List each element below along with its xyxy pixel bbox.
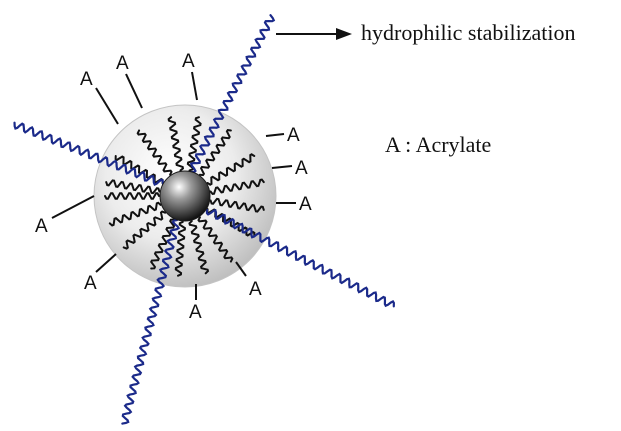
black-chain bbox=[104, 192, 160, 200]
acrylate-label: A bbox=[116, 53, 129, 74]
acrylate-tether bbox=[95, 253, 117, 273]
acrylate-label: A bbox=[189, 302, 202, 323]
black-chain bbox=[197, 216, 234, 263]
acrylate-label: A bbox=[80, 69, 93, 90]
acrylate-tether bbox=[265, 133, 285, 137]
black-chain bbox=[186, 116, 202, 172]
acrylate-label: A bbox=[182, 51, 195, 72]
blue-chain bbox=[121, 218, 181, 425]
legend-acrylate: A : Acrylate bbox=[385, 132, 491, 157]
black-chain bbox=[167, 116, 185, 172]
acrylate-label: A bbox=[84, 273, 97, 294]
acrylate-tether bbox=[271, 165, 293, 169]
acrylate-label: A bbox=[295, 158, 308, 179]
acrylate-tether bbox=[235, 261, 247, 277]
black-chain bbox=[209, 197, 265, 213]
acrylate-label-group: A A A A A A A A A A bbox=[35, 51, 312, 323]
blue-chain bbox=[13, 121, 165, 186]
hydrophilic-arrow bbox=[276, 28, 352, 40]
blue-chain bbox=[205, 208, 395, 308]
hydrophilic-stabilization-label: hydrophilic stabilization bbox=[361, 20, 575, 45]
blue-chain bbox=[189, 14, 276, 174]
acrylate-tether bbox=[51, 195, 95, 219]
black-chain bbox=[114, 155, 164, 184]
acrylate-label: A bbox=[299, 194, 312, 215]
acrylate-tether bbox=[125, 73, 143, 109]
black-chain bbox=[108, 201, 162, 227]
black-chain bbox=[206, 153, 256, 186]
black-chain bbox=[136, 129, 173, 176]
black-chain bbox=[174, 220, 187, 277]
black-chain bbox=[150, 218, 176, 270]
black-chain bbox=[198, 129, 232, 177]
acrylate-tether bbox=[95, 87, 119, 125]
nanoparticle-core bbox=[159, 170, 211, 222]
acrylate-tether bbox=[191, 71, 198, 101]
black-chain bbox=[209, 178, 265, 196]
blue-chain-group bbox=[13, 14, 395, 425]
acrylate-label: A bbox=[35, 216, 48, 237]
acrylate-label: A bbox=[287, 125, 300, 146]
acrylate-label: A bbox=[249, 279, 262, 300]
black-chain bbox=[188, 220, 210, 275]
black-chain bbox=[122, 210, 167, 250]
black-chain bbox=[105, 179, 161, 195]
acrylate-tether-group bbox=[51, 71, 296, 300]
